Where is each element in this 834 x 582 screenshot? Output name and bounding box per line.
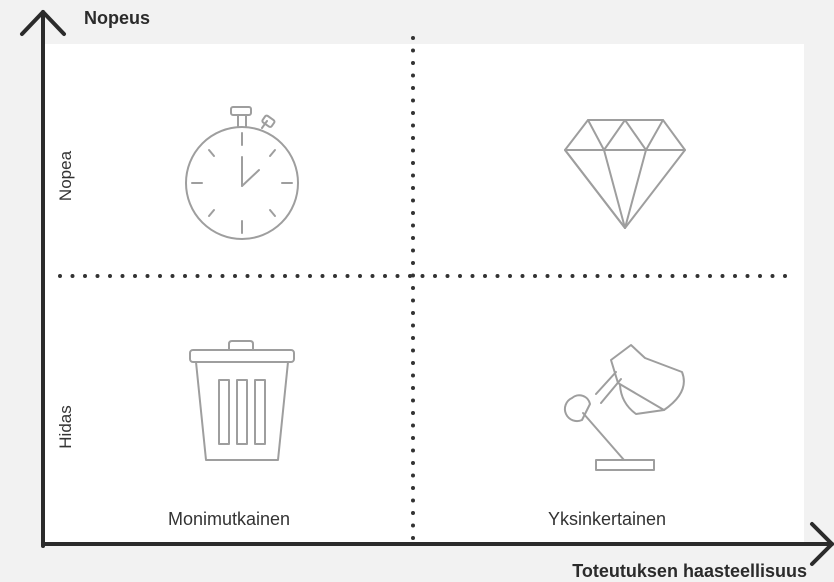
x-axis (41, 522, 834, 566)
row-label-top: Nopea (56, 150, 75, 202)
row-label-bottom: Hidas (56, 405, 75, 449)
x-axis-title: Toteutuksen haasteellisuus (572, 561, 807, 581)
trash-bin-icon (189, 340, 295, 461)
quadrant-panel (44, 44, 804, 544)
stopwatch-icon (185, 106, 299, 240)
diamond-icon (564, 119, 686, 229)
x-axis-arrow-icon (810, 522, 834, 566)
desk-lamp-icon (563, 344, 685, 471)
column-label-left: Monimutkainen (168, 509, 291, 529)
column-label-right: Yksinkertainen (548, 509, 667, 529)
y-axis (20, 10, 66, 548)
y-axis-arrow-icon (20, 10, 66, 36)
y-axis-title: Nopeus (84, 8, 151, 28)
